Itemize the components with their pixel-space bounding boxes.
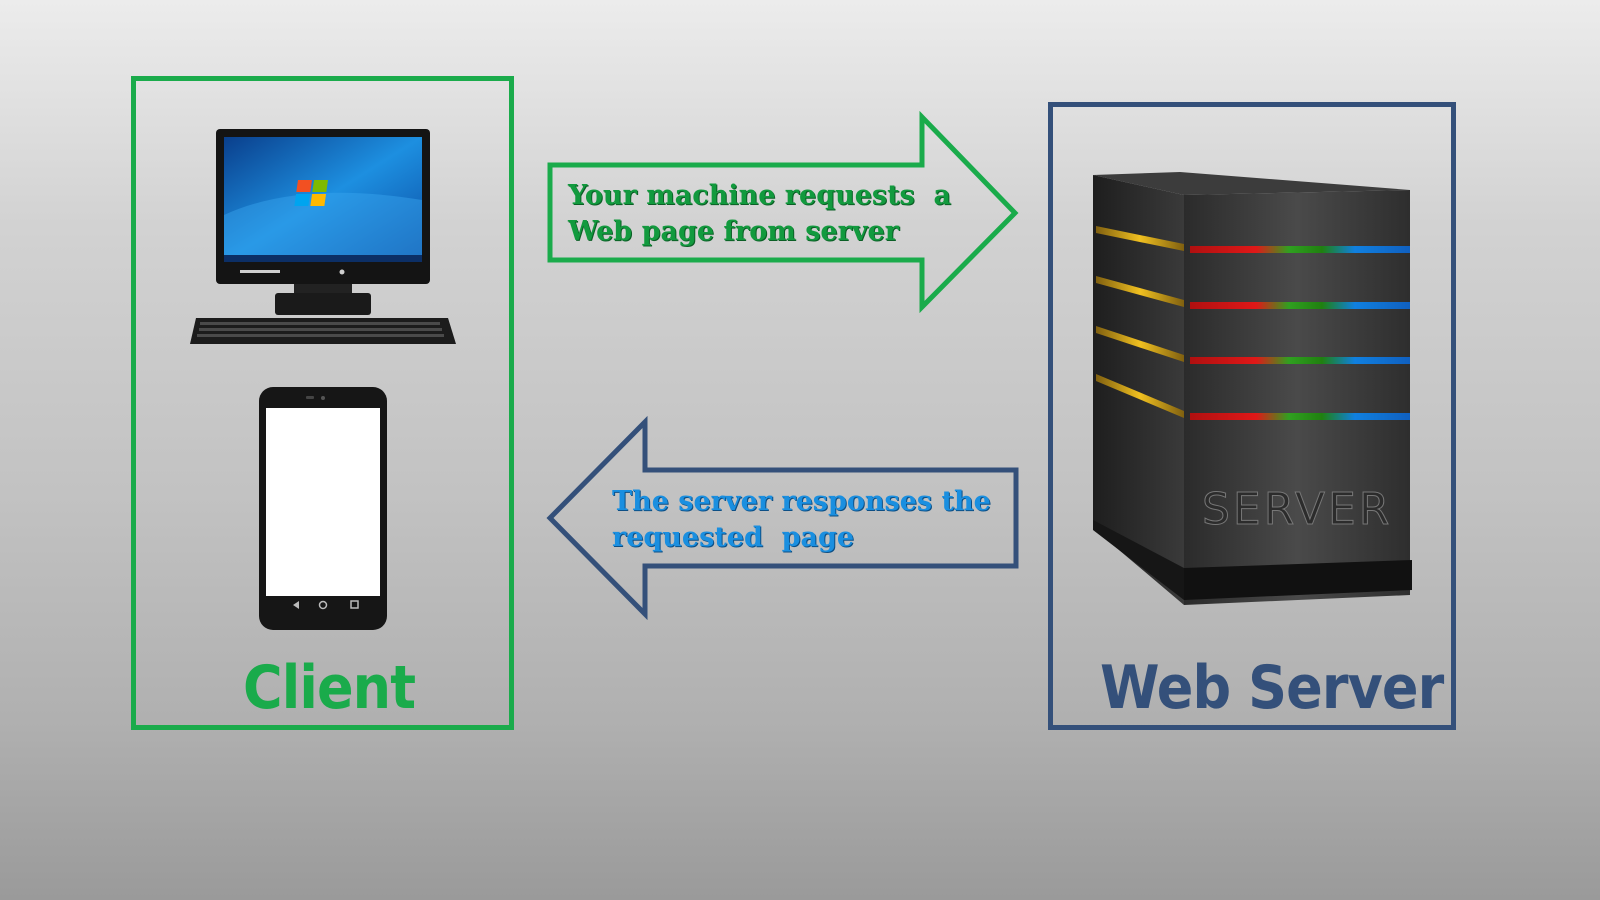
- request-arrow-text: Your machine requests a Web page from se…: [568, 180, 952, 247]
- client-box: [131, 76, 514, 730]
- desktop-computer-icon: [190, 129, 456, 344]
- server-box: [1048, 102, 1456, 730]
- client-label: Client: [243, 653, 416, 723]
- server-device-label: SERVER: [1202, 484, 1392, 535]
- response-arrow: [546, 415, 1019, 621]
- server-tower-icon: SERVER: [1093, 172, 1412, 605]
- request-arrow: [547, 110, 1019, 314]
- web-server-label: Web Server: [1100, 653, 1444, 723]
- response-arrow-text: The server responses the requested page: [612, 486, 991, 553]
- smartphone-icon: [259, 387, 387, 630]
